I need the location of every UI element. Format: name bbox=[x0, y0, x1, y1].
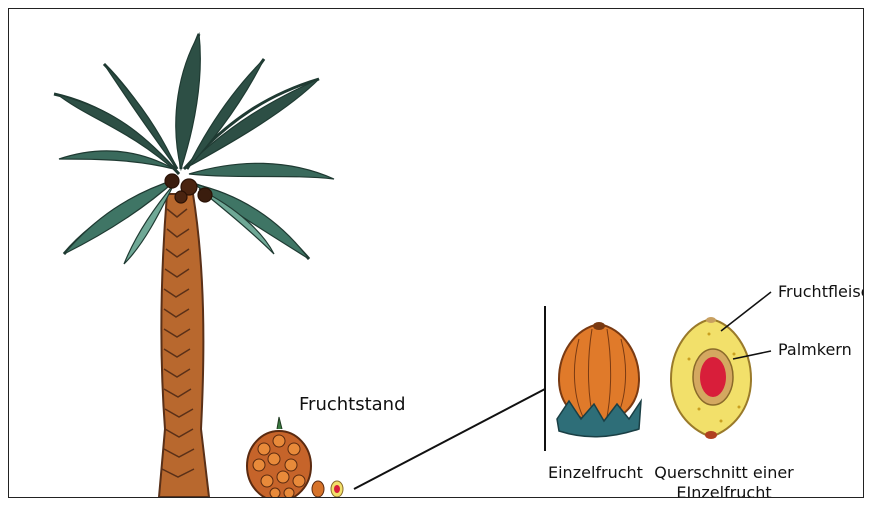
fruit-bunch bbox=[247, 417, 311, 498]
single-fruit bbox=[557, 322, 641, 437]
palm-trunk bbox=[159, 194, 209, 497]
frond-up bbox=[176, 34, 200, 169]
label-fruchtstand: Fruchtstand bbox=[299, 395, 406, 415]
oil-palm-illustration bbox=[9, 9, 864, 498]
frond-right bbox=[184, 79, 334, 179]
fruit-cross-section bbox=[671, 317, 751, 439]
label-querschnitt: Querschnitt einer EInzelfrucht bbox=[654, 463, 794, 498]
label-einzelfrucht: Einzelfrucht bbox=[548, 463, 643, 483]
diagram-frame: Fruchtstand Einzelfrucht Querschnitt ein… bbox=[8, 8, 864, 498]
label-querschnitt-line1: Querschnitt einer bbox=[654, 463, 794, 483]
frond-down-left bbox=[64, 179, 177, 264]
label-fruchtfleisch: Fruchtfleisch bbox=[778, 282, 864, 302]
label-querschnitt-line2: EInzelfrucht bbox=[654, 483, 794, 498]
label-palmkern: Palmkern bbox=[778, 340, 852, 360]
small-fruit bbox=[312, 481, 324, 497]
palm-kernel bbox=[693, 349, 733, 405]
small-fruit-section bbox=[331, 481, 343, 497]
frond-left bbox=[54, 94, 179, 174]
